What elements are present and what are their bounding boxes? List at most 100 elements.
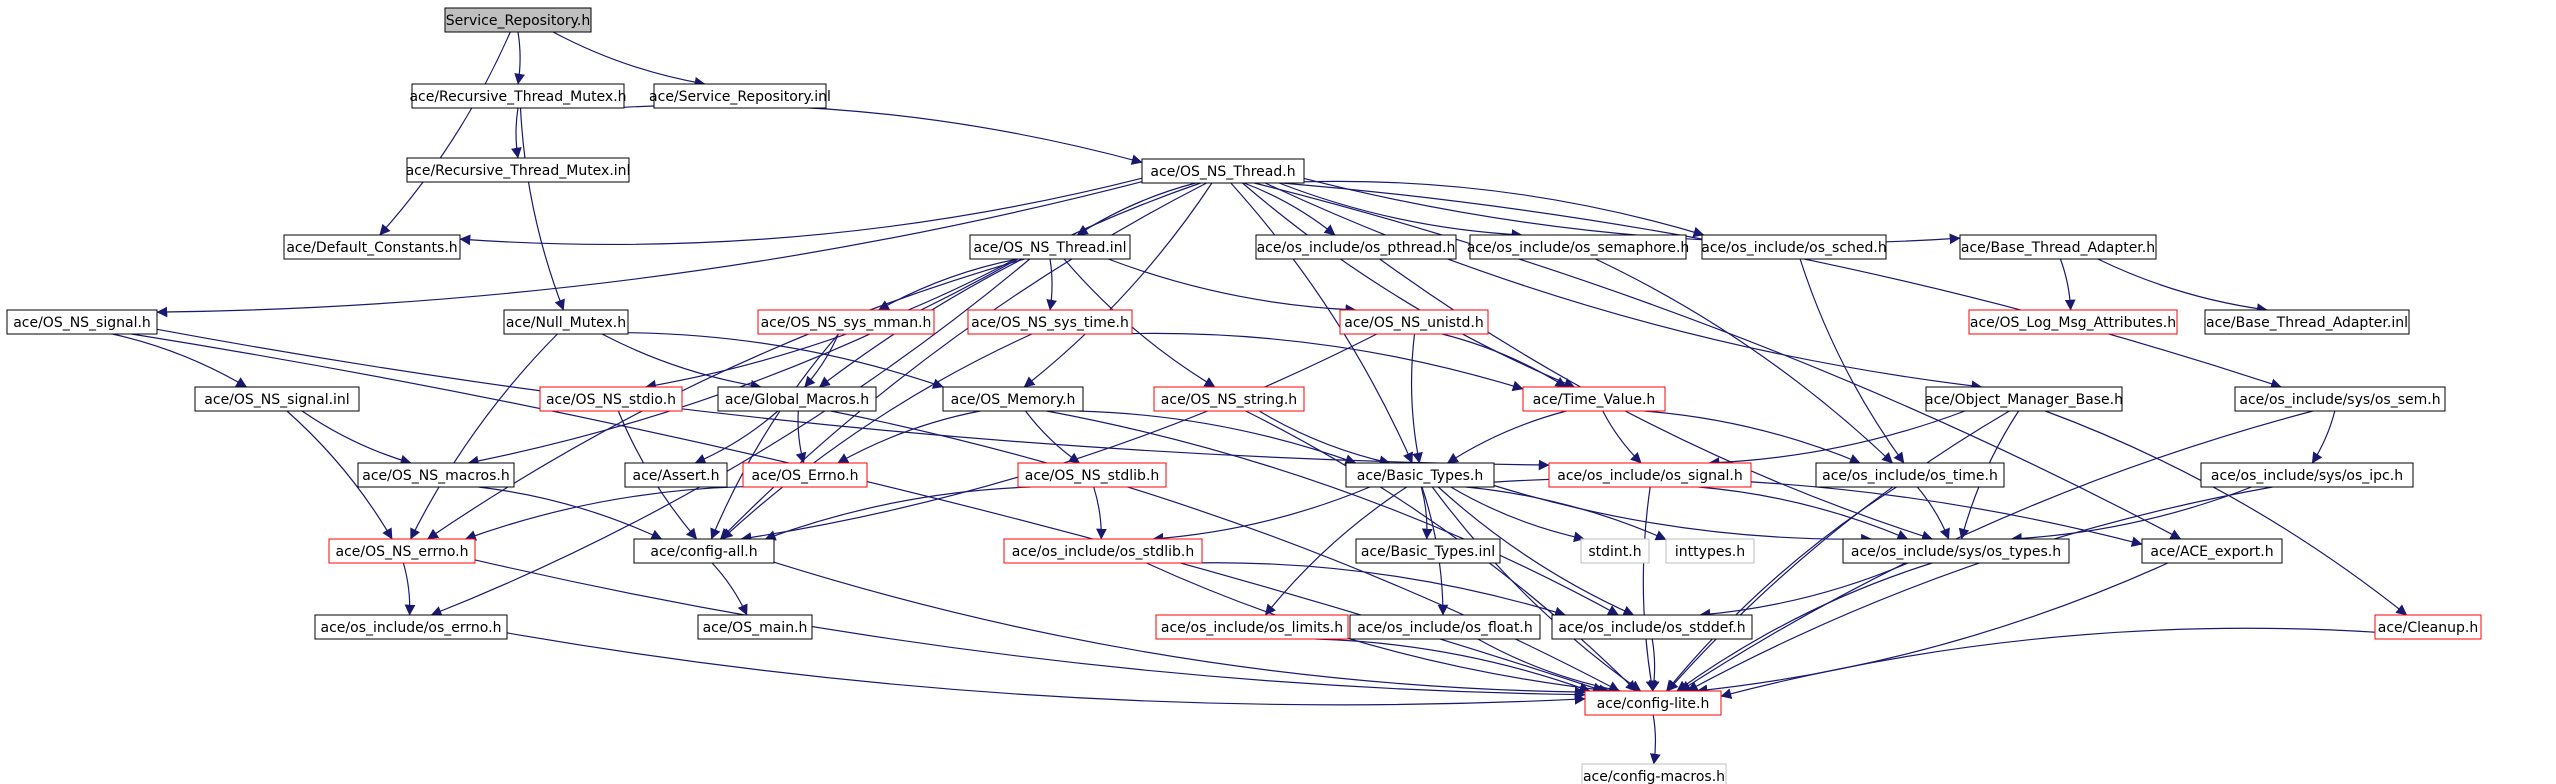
node-box [1345, 462, 1495, 488]
node-os-include-os-float-h[interactable]: ace/os_include/os_float.h [1349, 614, 1541, 640]
node-label: ace/os_include/os_errno.h [321, 620, 502, 636]
node-box [633, 538, 775, 564]
node-inttypes-h: inttypes.h [1665, 538, 1755, 564]
node-os-include-os-stdlib-h[interactable]: ace/os_include/os_stdlib.h [1003, 538, 1203, 564]
edge-time_value_h-to-os_include_os_time_h [1643, 410, 1861, 465]
node-assert-h[interactable]: ace/Assert.h [624, 462, 728, 488]
node-os-include-sys-os-types-h[interactable]: ace/os_include/sys/os_types.h [1842, 538, 2070, 564]
node-os-include-os-stddef-h[interactable]: ace/os_include/os_stddef.h [1551, 614, 1753, 640]
node-recursive-thread-mutex-inl[interactable]: ace/Recursive_Thread_Mutex.inl [406, 157, 631, 183]
node-label: ace/OS_Errno.h [752, 468, 859, 484]
node-config-all-h[interactable]: ace/config-all.h [633, 538, 775, 564]
node-box [1815, 462, 2005, 488]
edge-os_memory_h-to-os_include_os_stddef_h [1046, 410, 1619, 616]
node-cleanup-h[interactable]: ace/Cleanup.h [2374, 614, 2482, 640]
node-time-value-h[interactable]: ace/Time_Value.h [1522, 386, 1666, 412]
node-os-include-sys-os-ipc-h[interactable]: ace/os_include/sys/os_ipc.h [2200, 462, 2414, 488]
node-os-include-sys-os-sem-h[interactable]: ace/os_include/sys/os_sem.h [2234, 386, 2446, 412]
node-os-include-os-semaphore-h[interactable]: ace/os_include/os_semaphore.h [1467, 234, 1690, 260]
edge-os_ns_sys_mman_h-to-config_all_h [710, 333, 840, 540]
node-os-include-os-time-h[interactable]: ace/os_include/os_time.h [1815, 462, 2005, 488]
node-recursive-thread-mutex-h[interactable]: ace/Recursive_Thread_Mutex.h [409, 83, 627, 109]
node-box [411, 83, 625, 109]
edge-os_include_sys_os_ipc_h-to-os_include_sys_os_types_h [2010, 486, 2252, 544]
node-global-macros-h[interactable]: ace/Global_Macros.h [717, 386, 877, 412]
node-ace-export-h[interactable]: ace/ACE_export.h [2141, 538, 2283, 564]
node-os-ns-thread-inl[interactable]: ace/OS_NS_Thread.inl [969, 234, 1131, 260]
node-os-log-msg-attributes-h[interactable]: ace/OS_Log_Msg_Attributes.h [1968, 309, 2178, 335]
node-box [624, 462, 728, 488]
node-box [1581, 763, 1727, 784]
node-label: ace/os_include/sys/os_sem.h [2239, 392, 2440, 408]
node-service-repository-inl[interactable]: ace/Service_Repository.inl [649, 83, 831, 109]
node-box [2374, 614, 2482, 640]
node-object-manager-base-h[interactable]: ace/Object_Manager_Base.h [1925, 386, 2123, 412]
node-config-lite-h[interactable]: ace/config-lite.h [1584, 690, 1722, 716]
node-box [2204, 309, 2410, 335]
node-label: ace/os_include/os_signal.h [1557, 468, 1743, 484]
node-label: inttypes.h [1675, 544, 1745, 560]
node-os-ns-macros-h[interactable]: ace/OS_NS_macros.h [357, 462, 515, 488]
node-os-ns-string-h[interactable]: ace/OS_NS_string.h [1153, 386, 1305, 412]
node-box [1255, 234, 1457, 260]
node-label: ace/OS_NS_stdio.h [546, 392, 676, 408]
node-label: ace/ACE_export.h [2150, 544, 2273, 560]
node-label: ace/config-macros.h [1583, 769, 1725, 784]
node-base-thread-adapter-inl[interactable]: ace/Base_Thread_Adapter.inl [2204, 309, 2410, 335]
edge-os_errno_h-to-os_ns_errno_h [465, 486, 744, 541]
node-os-ns-signal-inl[interactable]: ace/OS_NS_signal.inl [194, 386, 360, 412]
node-os-ns-sys-time-h[interactable]: ace/OS_NS_sys_time.h [967, 309, 1133, 335]
node-label: ace/OS_NS_Thread.inl [974, 240, 1127, 256]
node-box [1003, 538, 1203, 564]
edge-os_ns_thread_h-to-global_macros_h [818, 182, 1201, 388]
node-label: ace/os_include/sys/os_types.h [1851, 544, 2061, 560]
node-box [444, 7, 592, 33]
node-box [742, 462, 868, 488]
edge-os_ns_sys_time_h-to-config_all_h [721, 333, 1033, 540]
node-box [717, 386, 877, 412]
node-label: ace/OS_NS_signal.h [13, 315, 151, 331]
node-os-ns-signal-h[interactable]: ace/OS_NS_signal.h [6, 309, 158, 335]
node-base-thread-adapter-h[interactable]: ace/Base_Thread_Adapter.h [1959, 234, 2157, 260]
edge-os_include_os_time_h-to-os_include_sys_os_types_h [1916, 486, 1950, 540]
node-os-include-os-signal-h[interactable]: ace/os_include/os_signal.h [1548, 462, 1752, 488]
node-box [2234, 386, 2446, 412]
node-os-ns-stdio-h[interactable]: ace/OS_NS_stdio.h [539, 386, 683, 412]
edge-os_ns_thread_h-to-time_value_h [1242, 182, 1575, 389]
node-os-include-os-sched-h[interactable]: ace/os_include/os_sched.h [1701, 234, 1887, 260]
node-os-include-os-pthread-h[interactable]: ace/os_include/os_pthread.h [1255, 234, 1457, 260]
node-label: ace/OS_NS_sys_time.h [971, 315, 1129, 331]
node-os-include-os-errno-h[interactable]: ace/os_include/os_errno.h [314, 614, 508, 640]
node-null-mutex-h[interactable]: ace/Null_Mutex.h [503, 309, 629, 335]
node-box [194, 386, 360, 412]
node-os-ns-errno-h[interactable]: ace/OS_NS_errno.h [328, 538, 476, 564]
edge-basic_types_h-to-stdint_h [1450, 486, 1585, 543]
node-default-constants-h[interactable]: ace/Default_Constants.h [283, 234, 461, 260]
node-label: ace/OS_NS_Thread.h [1150, 164, 1295, 180]
node-os-include-os-limits-h[interactable]: ace/os_include/os_limits.h [1155, 614, 1349, 640]
node-label: ace/OS_NS_unistd.h [1344, 315, 1484, 331]
node-box [1842, 538, 2070, 564]
edge-os_include_os_errno_h-to-config_lite_h [506, 632, 1586, 706]
edge-os_ns_thread_h-to-object_manager_base_h [1264, 182, 1983, 392]
node-label: ace/os_include/os_sched.h [1701, 240, 1886, 256]
edge-config_lite_h-to-config_macros_h [1649, 714, 1661, 765]
node-os-memory-h[interactable]: ace/OS_Memory.h [942, 386, 1084, 412]
node-os-ns-thread-h[interactable]: ace/OS_NS_Thread.h [1141, 158, 1305, 184]
node-box [6, 309, 158, 335]
node-os-ns-stdlib-h[interactable]: ace/OS_NS_stdlib.h [1017, 462, 1167, 488]
node-label: ace/Recursive_Thread_Mutex.h [409, 89, 626, 105]
edge-os_ns_string_h-to-config_lite_h [1245, 410, 1637, 692]
node-box [1548, 462, 1752, 488]
edge-os_ns_unistd_h-to-basic_types_h [1410, 333, 1423, 464]
node-basic-types-inl[interactable]: ace/Basic_Types.inl [1355, 538, 1501, 564]
node-os-ns-sys-mman-h[interactable]: ace/OS_NS_sys_mman.h [757, 309, 935, 335]
node-basic-types-h[interactable]: ace/Basic_Types.h [1345, 462, 1495, 488]
node-os-ns-unistd-h[interactable]: ace/OS_NS_unistd.h [1339, 309, 1489, 335]
node-label: ace/OS_NS_string.h [1161, 392, 1297, 408]
node-os-main-h[interactable]: ace/OS_main.h [697, 614, 813, 640]
node-os-errno-h[interactable]: ace/OS_Errno.h [742, 462, 868, 488]
edge-null_mutex_h-to-os_ns_errno_h [410, 333, 558, 540]
node-box [1925, 386, 2123, 412]
